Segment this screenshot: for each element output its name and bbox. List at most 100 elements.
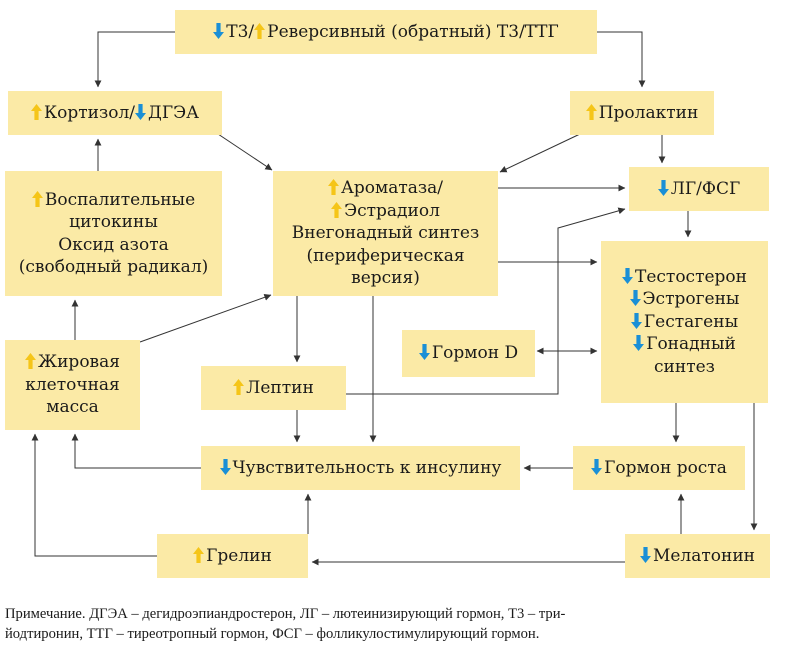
box-text: Пролактин [598, 102, 699, 123]
arrow-up-icon [193, 546, 205, 563]
connector-arrow [31, 433, 157, 557]
prolactin-box: Пролактин [570, 91, 714, 135]
cortisol-dhea-box: Кортизол/ДГЭА [8, 91, 222, 135]
box-line: Эстрогены [629, 288, 740, 310]
connector-arrow [139, 293, 272, 343]
abbreviation-note: Примечание. ДГЭА – дегидроэпиандростерон… [5, 604, 797, 644]
box-text: Внегонадный синтез [291, 223, 480, 244]
arrow-down-icon [213, 22, 225, 39]
box-line: Лептин [233, 377, 314, 399]
box-line: Эстрадиол [331, 200, 440, 222]
box-text: Грелин [206, 545, 272, 566]
box-line: Гормон роста [591, 457, 727, 479]
box-line: Гормон D [418, 342, 519, 364]
box-text: масса [46, 397, 99, 418]
box-line: Ароматаза/ [327, 177, 443, 199]
box-line: синтез [654, 356, 715, 378]
connector-arrow [71, 433, 201, 469]
arrow-down-icon [135, 103, 147, 120]
box-text: Т3/ [226, 21, 255, 42]
box-text: Гормон D [431, 343, 519, 364]
box-line: Пролактин [585, 102, 699, 124]
box-line: (периферическая [306, 245, 464, 267]
arrow-down-icon [630, 312, 642, 329]
box-text: Чувствительность к инсулину [232, 457, 502, 478]
box-line: версия) [351, 267, 420, 289]
arrow-up-icon [30, 103, 42, 120]
box-line: цитокины [69, 211, 158, 233]
box-line: Тестостерон [622, 266, 747, 288]
box-text: Жировая [38, 352, 120, 373]
box-text: синтез [654, 356, 715, 377]
leptin-box: Лептин [201, 366, 346, 410]
arrow-down-icon [591, 458, 603, 475]
box-line: Т3/Реверсивный (обратный) Т3/ТТГ [213, 21, 559, 43]
arrow-down-icon [629, 290, 641, 307]
box-text: ЛГ/ФСГ [670, 178, 741, 199]
arrow-up-icon [327, 179, 339, 196]
connector-arrow [94, 31, 175, 88]
box-text: Мелатонин [652, 545, 756, 566]
connector-arrow [217, 133, 273, 171]
arrow-down-icon [633, 335, 645, 352]
box-line: Грелин [193, 545, 272, 567]
connector-arrow [597, 31, 646, 88]
box-text: Оксид азота [58, 234, 169, 255]
arrow-up-icon [25, 353, 36, 370]
box-line: Оксид азота [58, 234, 168, 256]
box-text: Гестагены [643, 311, 739, 332]
note-line-1: Примечание. ДГЭА – дегидроэпиандростерон… [5, 606, 566, 622]
connector-arrow [346, 207, 626, 395]
arrow-down-icon [418, 344, 430, 361]
box-text: Тестостерон [635, 266, 747, 287]
arrow-down-icon [219, 458, 231, 475]
box-text: Гормон роста [604, 457, 727, 478]
box-text: Кортизол/ [43, 102, 136, 123]
box-text: клеточная [25, 374, 120, 395]
note-line-2: йодтиронин, ТТГ – тиреотропный гормон, Ф… [5, 626, 540, 642]
box-line: Мелатонин [639, 545, 756, 567]
arrow-up-icon [233, 378, 245, 395]
arrow-up-icon [254, 22, 266, 39]
ghrelin-box: Грелин [157, 534, 308, 578]
arrow-up-icon [585, 103, 597, 120]
growth-hormone-box: Гормон роста [573, 446, 745, 490]
box-line: Воспалительные [31, 189, 196, 211]
box-text: Реверсивный (обратный) Т3/ТТГ [267, 21, 559, 42]
box-line: клеточная [25, 374, 120, 396]
box-line: Чувствительность к инсулину [219, 457, 502, 479]
box-line: масса [46, 396, 99, 418]
arrow-up-icon [331, 201, 343, 218]
box-text: Гонадный [646, 334, 736, 355]
box-text: Эстрадиол [344, 200, 440, 221]
box-text: (свободный радикал) [18, 256, 209, 277]
box-text: цитокины [69, 212, 158, 233]
melatonin-box: Мелатонин [625, 534, 770, 578]
box-text: версия) [351, 268, 420, 289]
t3-reverse-t3-box: Т3/Реверсивный (обратный) Т3/ТТГ [175, 10, 597, 54]
box-text: Эстрогены [642, 289, 740, 310]
arrow-down-icon [622, 267, 633, 284]
box-line: Кортизол/ДГЭА [30, 102, 199, 124]
arrow-down-icon [657, 179, 669, 196]
box-line: Гестагены [630, 311, 739, 333]
arrow-up-icon [31, 190, 43, 207]
box-line: (свободный радикал) [19, 256, 209, 278]
box-line: Жировая [25, 351, 120, 373]
box-line: Гонадный [633, 333, 736, 355]
box-text: Лептин [246, 377, 314, 398]
box-text: ДГЭА [148, 102, 199, 123]
box-text: (периферическая [306, 245, 465, 266]
box-text: Воспалительные [44, 189, 196, 210]
box-line: ЛГ/ФСГ [657, 178, 741, 200]
insulin-sensitivity-box: Чувствительность к инсулину [201, 446, 520, 490]
connector-arrow [499, 133, 581, 173]
arrow-down-icon [639, 546, 651, 563]
lh-fsh-box: ЛГ/ФСГ [629, 167, 769, 211]
